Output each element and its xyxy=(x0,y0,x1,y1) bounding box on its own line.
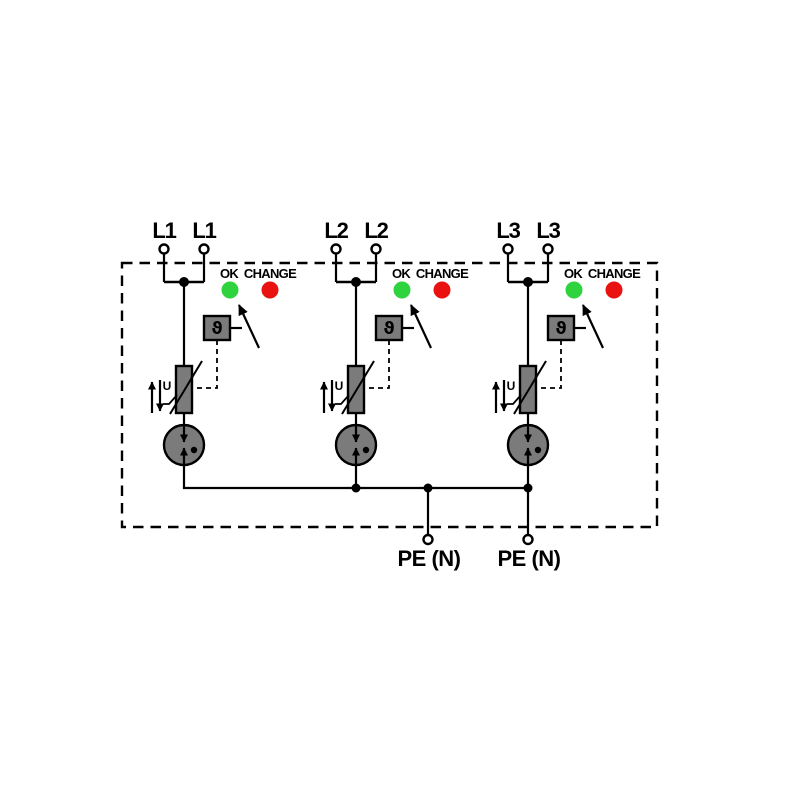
terminal-circle xyxy=(542,243,554,255)
ok-led-indicator xyxy=(565,281,583,299)
pe-terminal-circle xyxy=(422,533,434,546)
ok-label: OK xyxy=(392,266,411,281)
terminal-label: L3 xyxy=(496,218,520,243)
junction-dot xyxy=(351,483,361,493)
change-led-indicator xyxy=(261,281,279,299)
change-label: CHANGE xyxy=(244,266,297,281)
ok-led-indicator xyxy=(393,281,411,299)
terminal-circle xyxy=(370,243,382,255)
thermal-disconnect-symbol: ϑ xyxy=(383,319,394,339)
voltage-label: U xyxy=(507,379,516,393)
ok-led-indicator xyxy=(221,281,239,299)
spark-gap-dot xyxy=(534,446,542,454)
thermal-link-dashed xyxy=(192,340,218,389)
varistor-diagonal xyxy=(513,360,547,415)
terminal-label: L2 xyxy=(324,218,348,243)
ok-label: OK xyxy=(220,266,239,281)
pe-terminal-label: PE (N) xyxy=(498,546,561,571)
voltage-label: U xyxy=(163,379,172,393)
phase-section-l3: L3 L3 OK CHANGE ϑ U xyxy=(492,218,642,488)
terminal-label: L1 xyxy=(192,218,216,243)
terminal-circle xyxy=(198,243,210,255)
wire xyxy=(334,254,378,282)
thermal-disconnect-symbol: ϑ xyxy=(555,319,566,339)
terminal-label: L2 xyxy=(364,218,388,243)
varistor-foot xyxy=(507,394,522,405)
terminal-label: L3 xyxy=(536,218,560,243)
pe-terminal-label: PE (N) xyxy=(398,546,461,571)
terminal-label: L1 xyxy=(152,218,176,243)
status-indicator-arrow-icon xyxy=(238,304,260,349)
varistor-diagonal xyxy=(341,360,375,415)
status-indicator-arrow-icon xyxy=(410,304,432,349)
status-indicator-arrow-icon xyxy=(582,304,604,349)
varistor-diagonal xyxy=(169,360,203,415)
terminal-circle xyxy=(158,243,170,255)
phase-section-l2: L2 L2 OK CHANGE ϑ U xyxy=(320,218,470,488)
thermal-link-dashed xyxy=(364,340,390,389)
change-label: CHANGE xyxy=(416,266,469,281)
wire xyxy=(506,254,550,282)
change-label: CHANGE xyxy=(588,266,641,281)
ok-label: OK xyxy=(564,266,583,281)
change-led-indicator xyxy=(605,281,623,299)
phase-section-l1: L1 L1 OK CHANGE ϑ U xyxy=(148,218,298,488)
change-led-indicator xyxy=(433,281,451,299)
spark-gap-dot xyxy=(190,446,198,454)
terminal-circle xyxy=(502,243,514,255)
terminal-circle xyxy=(330,243,342,255)
voltage-label: U xyxy=(335,379,344,393)
wire xyxy=(162,254,206,282)
varistor-foot xyxy=(335,394,350,405)
thermal-disconnect-symbol: ϑ xyxy=(211,319,222,339)
pe-terminal-circle xyxy=(522,533,534,546)
enclosure-dashed-border xyxy=(120,261,659,529)
varistor-foot xyxy=(163,394,178,405)
spark-gap-dot xyxy=(362,446,370,454)
thermal-link-dashed xyxy=(536,340,562,389)
